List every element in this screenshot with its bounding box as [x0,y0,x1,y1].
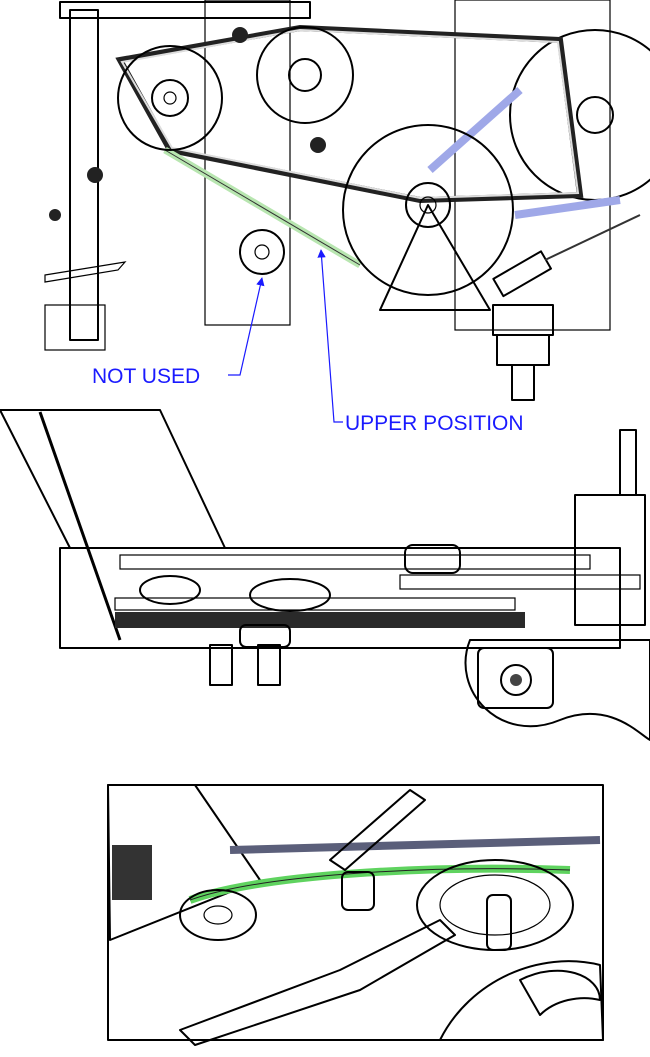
top-fitting [619,429,637,496]
shaft-housing [496,334,550,366]
frame-rod [38,411,122,641]
shaft [511,364,535,401]
side-curved-housing [464,639,650,741]
underside-frame-box [107,784,604,1041]
side-leg-left [209,644,233,686]
belt-dark-lower [115,612,525,628]
frame-panel-left [204,0,291,326]
underside-diagonal-rail [329,789,426,871]
underside-dark-plate [112,845,152,900]
idler-pulley-not-used [239,229,285,275]
belt-green-side [114,597,516,611]
left-drive-pulley-hub [151,79,189,117]
belt-blue-segment [427,87,523,173]
right-housing [574,494,646,626]
side-pulley-right [404,544,461,574]
belt-green-segment-edge [164,149,361,266]
side-base-plate [59,547,621,649]
small-bolt-3 [232,27,248,43]
main-large-pulley [342,124,514,296]
side-lower-idler [239,624,291,648]
belt-dark-underside [229,836,601,854]
side-bearing-block [477,647,554,709]
small-bolt-2 [49,209,61,221]
side-bearing [500,664,532,696]
underside-crossbar [179,919,456,1046]
far-right-pulley-hub [576,96,614,134]
idler-pulley-hub [254,244,270,260]
main-large-pulley-hub [405,182,451,228]
leader-upper-position [317,249,343,423]
tension-arm [44,261,127,283]
side-bearing-inner [510,674,522,686]
angled-frame-arm [0,409,226,549]
belt-upper-loop-inner [120,28,580,200]
belt-blue-track [399,574,641,590]
belt-blue-lower [514,196,621,219]
underside-left-pulley-hub [203,905,233,925]
view-underside-belt-detail [107,784,604,1046]
underside-idler [341,871,375,911]
pulley-bracket [379,204,491,311]
side-pulley-center [249,578,331,612]
frame-panel-right [454,0,611,331]
view-side-belt-detail [0,409,650,741]
top-middle-pulley-hub [288,58,322,92]
view-upper-pulley-detail: NOT USED UPPER POSITION [44,0,650,435]
underside-large-pulley-hub [486,894,512,951]
underside-hook-part [519,969,601,1016]
side-leg-right [257,644,281,686]
small-bolt-1 [87,167,103,183]
callout-upper-position: UPPER POSITION [345,412,524,435]
left-drive-pulley-bolt [163,91,177,105]
top-rail [59,1,311,19]
belt-green-underside [188,864,571,904]
side-pulley-left [139,575,201,605]
underside-curved-guard [439,960,604,1041]
sensor-body [492,250,552,298]
left-bracket [44,304,106,351]
underside-large-pulley-inner [439,874,551,936]
underside-left-pulley [179,889,257,941]
left-drive-pulley [117,45,223,151]
sensor-cable [544,214,641,261]
main-large-pulley-bolt [419,196,437,214]
callout-not-used: NOT USED [92,365,200,388]
small-bolt-4 [310,137,326,153]
leader-not-used [228,277,265,376]
belt-dark-upper [119,554,591,570]
top-middle-pulley [256,26,354,124]
